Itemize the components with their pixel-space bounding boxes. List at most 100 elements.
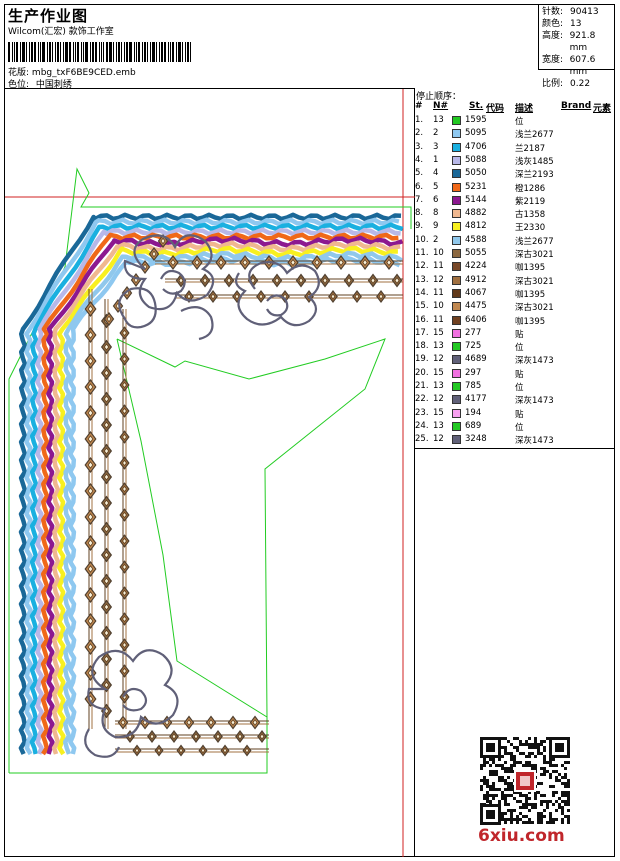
qr-module xyxy=(504,800,507,803)
qr-module xyxy=(510,818,513,821)
thread-code: 4706 xyxy=(465,141,487,152)
thread-description: 王2330 xyxy=(515,223,546,234)
ornament-diamond xyxy=(84,379,97,395)
qr-module xyxy=(552,791,555,794)
ornament-diamond xyxy=(84,483,97,499)
barcode-bar xyxy=(49,42,51,62)
barcode-bar xyxy=(126,42,128,62)
ornament-diamond xyxy=(84,561,97,577)
qr-module xyxy=(486,794,489,797)
stop-needle: 12 xyxy=(433,354,444,365)
barcode-bar xyxy=(55,42,56,62)
color-bands xyxy=(18,212,404,756)
qr-module xyxy=(567,821,570,824)
qr-module xyxy=(486,791,489,794)
qr-module xyxy=(519,740,522,743)
qr-module xyxy=(504,749,507,752)
barcode-bar xyxy=(176,42,177,62)
thread-color-band xyxy=(40,232,399,756)
col-header-code: 代码 xyxy=(486,104,505,114)
qr-code-graphic xyxy=(480,737,570,825)
qr-module xyxy=(486,800,489,803)
ornament-diamond xyxy=(235,730,245,743)
ornament-diamond xyxy=(100,573,113,589)
ornament-diamond xyxy=(103,312,115,326)
stop-index: 12. xyxy=(415,261,429,272)
thread-description: 咖1395 xyxy=(515,263,546,274)
ornament-diamond xyxy=(119,456,130,470)
qr-module xyxy=(495,794,498,797)
thread-description: 深灰1473 xyxy=(515,436,554,447)
qr-module xyxy=(504,803,507,806)
ornament-diamond xyxy=(383,255,395,270)
qr-module xyxy=(504,797,507,800)
barcode-bar xyxy=(161,42,163,62)
qr-module xyxy=(543,809,546,812)
qr-module xyxy=(564,782,567,785)
ornament-diamond xyxy=(167,255,179,270)
qr-module xyxy=(519,818,522,821)
qr-module xyxy=(537,812,540,815)
qr-module xyxy=(552,764,555,767)
stop-needle: 11 xyxy=(433,287,444,298)
thread-color-swatch xyxy=(452,395,461,405)
qr-module xyxy=(492,773,495,776)
qr-module xyxy=(486,779,489,782)
ornament-diamond xyxy=(100,599,113,615)
stop-needle: 12 xyxy=(433,434,444,445)
qr-module xyxy=(525,803,528,806)
thread-color-swatch xyxy=(452,222,461,232)
thread-color-swatch xyxy=(452,408,461,418)
qr-module xyxy=(483,764,486,767)
qr-module xyxy=(528,797,531,800)
qr-module xyxy=(519,752,522,755)
qr-module xyxy=(540,782,543,785)
qr-module xyxy=(549,812,552,815)
ornament-diamond xyxy=(184,290,194,303)
qr-module xyxy=(540,752,543,755)
ornament-diamond xyxy=(100,339,113,355)
qr-module xyxy=(486,810,495,819)
qr-module xyxy=(486,782,489,785)
flower-motifs xyxy=(84,234,320,758)
qr-module xyxy=(528,803,531,806)
qr-module xyxy=(480,785,483,788)
qr-module xyxy=(525,821,528,824)
thread-description: 深兰2193 xyxy=(515,170,554,181)
qr-module xyxy=(546,761,549,764)
qr-module xyxy=(513,746,516,749)
qr-module xyxy=(519,800,522,803)
qr-module xyxy=(501,737,504,740)
qr-module xyxy=(549,773,552,776)
qr-module xyxy=(510,785,513,788)
thread-code: 785 xyxy=(465,381,482,391)
barcode-bar xyxy=(156,42,157,62)
qr-module xyxy=(501,791,504,794)
qr-module xyxy=(543,773,546,776)
qr-module xyxy=(546,800,549,803)
ornament-diamond xyxy=(119,638,130,652)
info-stitches: 针数:90413 xyxy=(542,7,599,17)
qr-module xyxy=(522,752,525,755)
qr-module xyxy=(513,809,516,812)
qr-module xyxy=(540,794,543,797)
qr-module xyxy=(489,788,492,791)
ornament-diamond xyxy=(223,273,235,288)
qr-module xyxy=(567,782,570,785)
thread-color-swatch xyxy=(452,249,461,258)
qr-module xyxy=(549,758,552,761)
ornament-diamond xyxy=(391,273,403,288)
qr-module xyxy=(489,794,492,797)
thread-code: 297 xyxy=(465,367,482,378)
barcode-bar xyxy=(14,42,15,62)
qr-module xyxy=(519,791,522,794)
